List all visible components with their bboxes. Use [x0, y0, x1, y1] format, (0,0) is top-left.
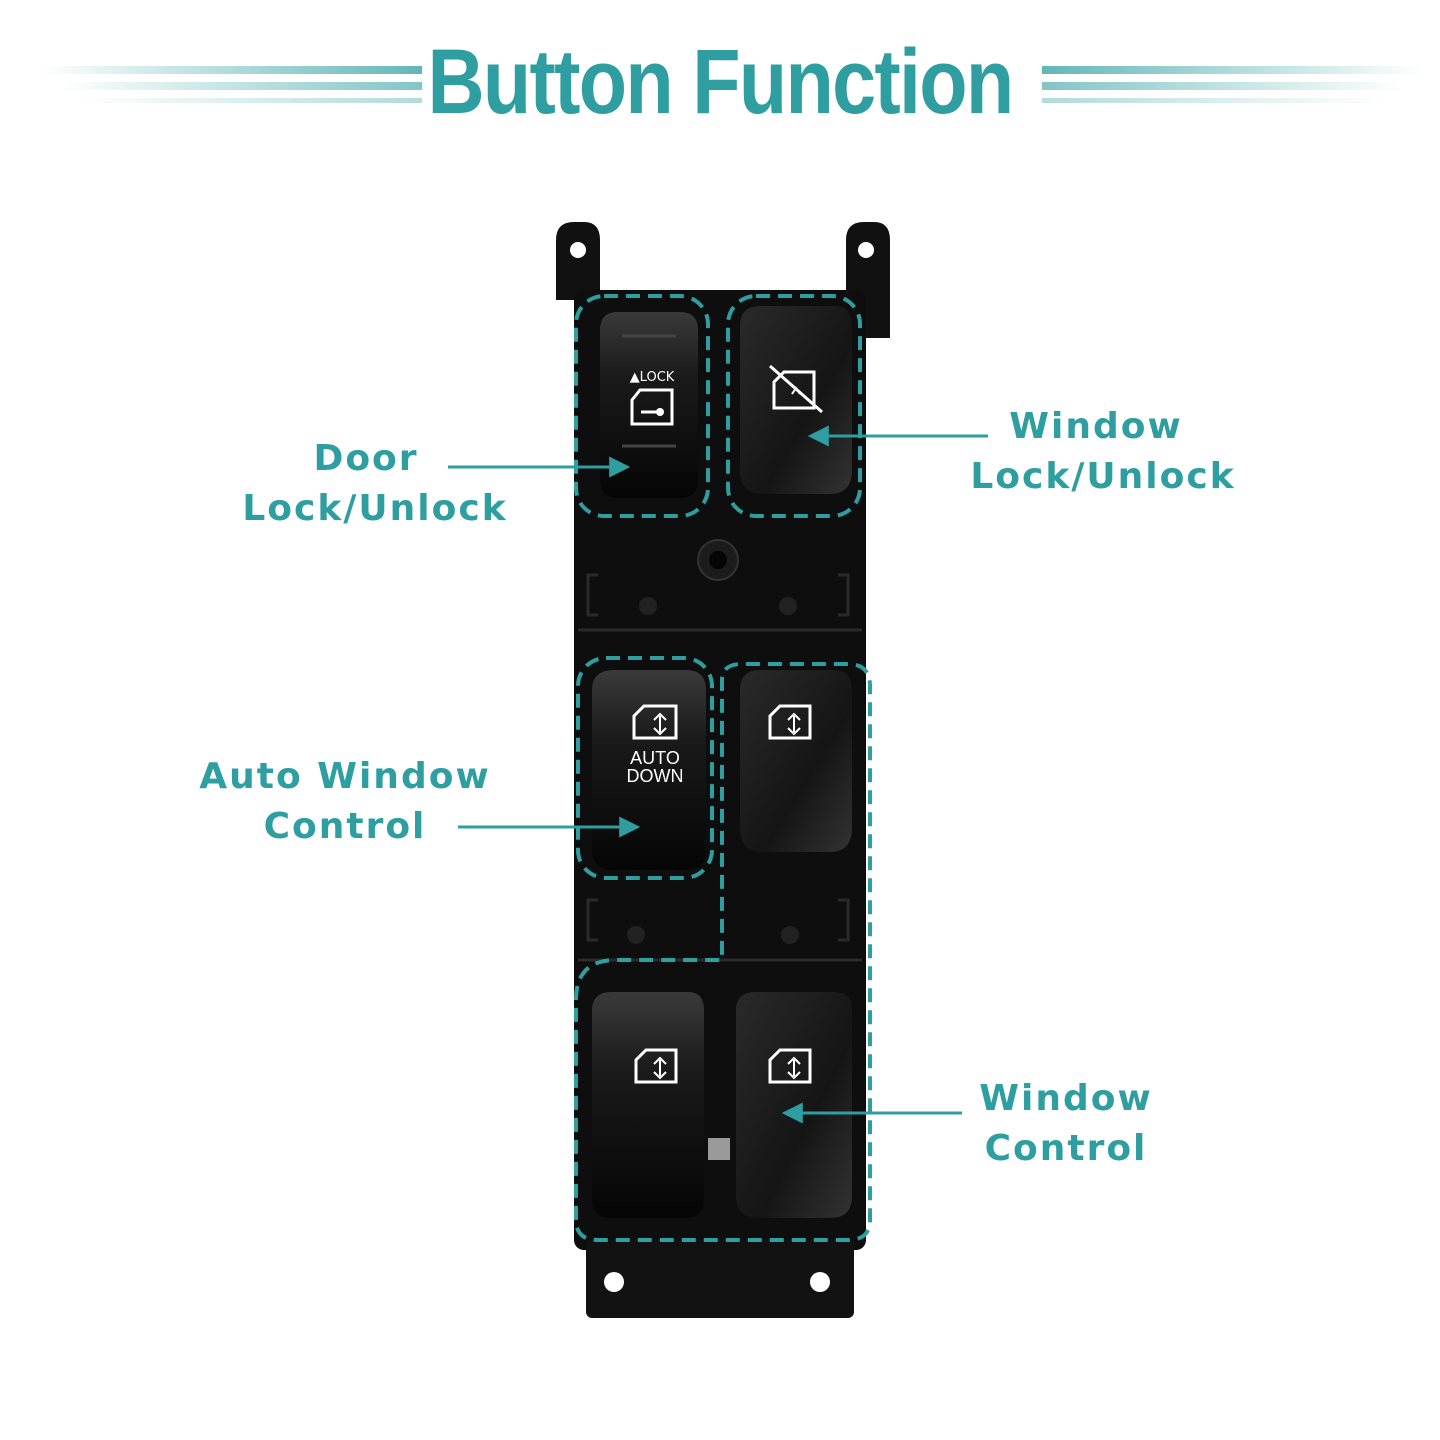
- door-key-icon: [630, 388, 674, 426]
- door-lock-callout: Door Lock/Unlock: [230, 434, 520, 534]
- window-control-callout-line2: Control: [984, 1128, 1148, 1169]
- door-lock-callout-line2: Lock/Unlock: [242, 488, 508, 529]
- auto-window-outline: [576, 656, 714, 880]
- down-label: DOWN: [627, 766, 684, 786]
- auto-window-button[interactable]: AUTO DOWN: [592, 670, 706, 870]
- rear-left-window-button[interactable]: [592, 992, 704, 1218]
- window-up-down-icon: [634, 1048, 678, 1084]
- window-up-down-icon: [768, 1048, 812, 1084]
- door-lock-callout-line1: Door: [313, 438, 419, 479]
- top-mounting-tab-left: [556, 222, 600, 300]
- lock-label: ▲LOCK: [630, 370, 675, 385]
- window-lock-outline: [726, 294, 862, 518]
- window-lock-button[interactable]: [740, 306, 852, 494]
- window-control-callout-line1: Window: [979, 1078, 1153, 1119]
- title-decoration-left: [40, 66, 422, 103]
- page-title: Button Function: [427, 31, 1015, 133]
- rear-right-window-button[interactable]: [736, 992, 852, 1218]
- window-up-down-icon: [632, 704, 678, 740]
- window-lock-callout-line1: Window: [1009, 406, 1183, 447]
- title-decoration-right: [1042, 66, 1424, 103]
- door-lock-outline: [574, 294, 710, 518]
- window-lock-callout-line2: Lock/Unlock: [970, 456, 1236, 497]
- window-lock-callout: Window Lock/Unlock: [958, 402, 1248, 502]
- window-control-outline: [574, 662, 872, 1242]
- window-control-callout: Window Control: [956, 1074, 1176, 1174]
- window-up-down-icon: [768, 704, 812, 740]
- auto-window-callout: Auto Window Control: [195, 752, 495, 852]
- auto-label: AUTO: [630, 748, 680, 768]
- highlight-outlines: [574, 294, 872, 1242]
- auto-window-callout-line2: Control: [263, 806, 427, 847]
- passenger-window-button[interactable]: [740, 670, 852, 852]
- auto-window-callout-line1: Auto Window: [199, 756, 491, 797]
- callout-arrows: [448, 425, 988, 1124]
- door-lock-button[interactable]: ▲LOCK: [600, 312, 698, 498]
- window-lock-icon: [769, 364, 823, 414]
